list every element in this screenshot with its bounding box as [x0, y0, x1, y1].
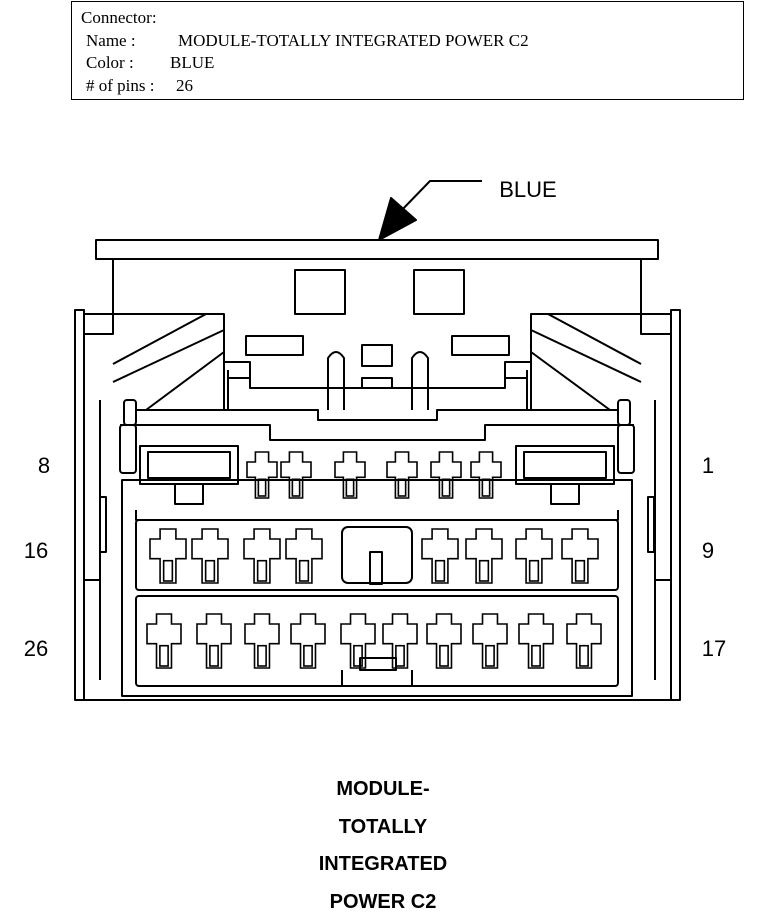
- terminal-cavities: [146, 451, 602, 669]
- caption-line-4: POWER C2: [330, 891, 437, 913]
- pin-cavity-row1-4-slot: [397, 478, 407, 497]
- pin-cavity-row3-23: [290, 613, 326, 669]
- pin-cavity-row3-22: [340, 613, 376, 669]
- post-right: [411, 351, 429, 410]
- pin-cavity-row3-22-slot: [353, 644, 363, 667]
- caption-line-2: TOTALLY: [339, 816, 428, 838]
- pin-cavity-row3-18-slot: [531, 644, 541, 667]
- callout-label: BLUE: [499, 177, 556, 202]
- pin-cavity-row3-18: [518, 613, 554, 669]
- pin-cavity-row2-13-slot: [298, 559, 310, 582]
- pin-label-row3-right: 17: [702, 636, 726, 661]
- pin-cavity-row1-4: [386, 451, 418, 499]
- pin-cavity-row3-24: [244, 613, 280, 669]
- pin-label-row1-left: 8: [38, 453, 50, 478]
- pin-cavity-row2-11: [465, 528, 503, 584]
- pin-cavity-row2-11-slot: [478, 559, 490, 582]
- row2-panel: [135, 519, 619, 591]
- pin-label-row3-left: 26: [24, 636, 48, 661]
- callout-leader: [397, 180, 482, 215]
- pin-cavity-row3-23-slot: [303, 644, 313, 667]
- connector-top-cap: [95, 239, 659, 260]
- pin-cavity-row3-26-slot: [159, 644, 169, 667]
- pin-label-row2-right: 9: [702, 538, 714, 563]
- pin-cavity-row2-14-slot: [256, 559, 268, 582]
- caption-line-1: MODULE-: [336, 778, 429, 800]
- pin-label-row2-left: 16: [24, 538, 48, 563]
- pins-label: # of pins :: [86, 76, 155, 95]
- caption-line-3: INTEGRATED: [319, 853, 448, 875]
- latch-right: [413, 269, 465, 315]
- guide-wall-right: [530, 313, 642, 383]
- pin-cavity-row2-13: [285, 528, 323, 584]
- pin-cavity-row1-5-slot: [345, 478, 355, 497]
- pin-cavity-row1-3: [430, 451, 462, 499]
- body-right-rail: [670, 309, 681, 701]
- name-value: MODULE-TOTALLY INTEGRATED POWER C2: [178, 31, 529, 50]
- side-clip-left: [119, 424, 137, 474]
- pin-cavity-row1-6-slot: [291, 478, 301, 497]
- pin-cavity-row3-24-slot: [257, 644, 267, 667]
- row3-panel: [135, 595, 619, 687]
- pin-cavity-row2-14: [243, 528, 281, 584]
- color-value: BLUE: [170, 53, 215, 72]
- pin-cavity-row1-5: [334, 451, 366, 499]
- guide-wall-left: [112, 313, 225, 383]
- pin-cavity-row2-16-slot: [162, 559, 174, 582]
- upper-ledge: [136, 409, 618, 421]
- pin-cavity-row2-15-slot: [204, 559, 216, 582]
- pin-cavity-row3-20-slot: [439, 644, 449, 667]
- color-label: Color :: [86, 53, 134, 72]
- pin-cavity-8: [139, 445, 239, 485]
- pin-label-row1-right: 1: [702, 453, 714, 478]
- pin-cavity-row1-3-slot: [441, 478, 451, 497]
- callout-arrow-icon: [378, 197, 417, 241]
- pin-cavity-row3-19: [472, 613, 508, 669]
- inner-frame: [121, 479, 633, 697]
- pin-cavity-row1-7: [246, 451, 278, 499]
- pin-cavity-row1-7-slot: [257, 478, 267, 497]
- body-left-rail: [74, 309, 85, 701]
- pin-cavity-row3-21: [382, 613, 418, 669]
- pins-value: 26: [176, 76, 193, 95]
- pin-cavity-row3-21-slot: [395, 644, 405, 667]
- connector-info-box: Connector: Name : MODULE-TOTALLY INTEGRA…: [71, 1, 744, 100]
- center-lock: [341, 526, 413, 584]
- pin-cavity-row3-25: [196, 613, 232, 669]
- pin-cavity-row1-2-slot: [481, 478, 491, 497]
- pin-cavity-row2-12-slot: [434, 559, 446, 582]
- pin-cavity-row1-2: [470, 451, 502, 499]
- pin-cavity-row2-15: [191, 528, 229, 584]
- pin-cavity-row3-17-slot: [579, 644, 589, 667]
- pin-cavity-row3-25-slot: [209, 644, 219, 667]
- post-left: [327, 351, 345, 410]
- pin-cavity-row2-12: [421, 528, 459, 584]
- pin-cavity-row2-9-slot: [574, 559, 586, 582]
- pin-cavity-row3-26: [146, 613, 182, 669]
- connector-header: Connector:: [81, 8, 157, 27]
- pin-cavity-row1-6: [280, 451, 312, 499]
- side-clip-right: [617, 424, 635, 474]
- pin-cavity-row3-19-slot: [485, 644, 495, 667]
- pin-cavity-row2-9: [561, 528, 599, 584]
- pin-cavity-row2-16: [149, 528, 187, 584]
- pin-cavity-row3-17: [566, 613, 602, 669]
- name-label: Name :: [86, 31, 136, 50]
- pin-cavity-row3-20: [426, 613, 462, 669]
- latch-left: [294, 269, 346, 315]
- pin-cavity-row2-10-slot: [528, 559, 540, 582]
- pin-cavity-1: [515, 445, 615, 485]
- pin-cavity-row2-10: [515, 528, 553, 584]
